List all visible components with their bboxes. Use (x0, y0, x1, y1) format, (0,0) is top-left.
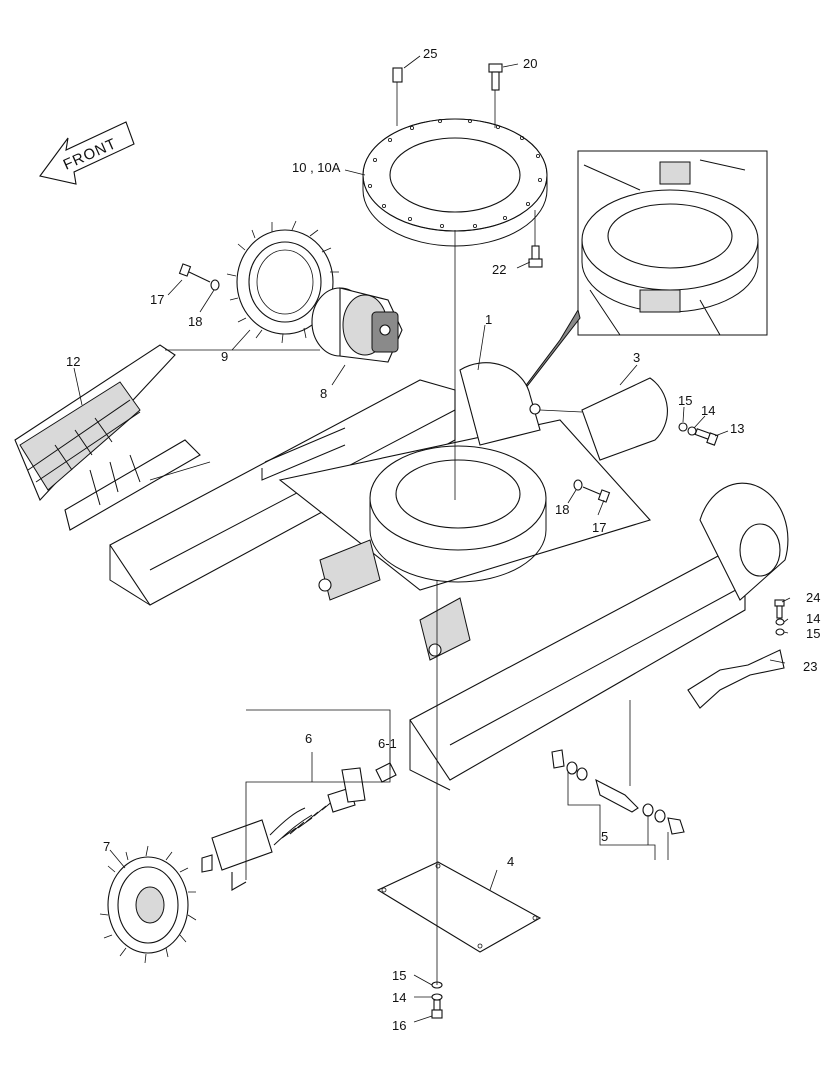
callout-3: 3 (633, 350, 640, 365)
plate-4 (376, 861, 542, 953)
callout-8: 8 (320, 386, 327, 401)
callout-18-middle: 18 (555, 502, 569, 517)
idler-wheel-7 (99, 845, 197, 964)
leader-lines (73, 55, 791, 1023)
bolt-20 (488, 63, 503, 128)
callout-1: 1 (485, 312, 492, 327)
pin-25 (392, 67, 403, 126)
track-roller-5 (551, 749, 685, 835)
cover-3 (529, 377, 668, 461)
bracket-23 (687, 649, 785, 709)
bolt-24-set (774, 599, 785, 636)
callout-23: 23 (803, 659, 817, 674)
callout-10-10a: 10 , 10A (292, 160, 341, 175)
callout-14-right: 14 (806, 611, 820, 626)
bolt-17-middle (573, 479, 611, 503)
bolt-13-set (678, 422, 719, 446)
callout-6-1: 6-1 (378, 736, 397, 751)
callout-20: 20 (523, 56, 537, 71)
callout-15-right: 15 (806, 626, 820, 641)
drive-sprocket-9 (226, 220, 339, 344)
callout-5: 5 (601, 829, 608, 844)
bolt-16-set (431, 981, 443, 1019)
swing-bearing (362, 118, 548, 247)
callout-14-upper: 14 (701, 403, 715, 418)
track-adjuster-6 (201, 762, 397, 891)
callout-7: 7 (103, 839, 110, 854)
callout-18-upper: 18 (188, 314, 202, 329)
callout-17-middle: 17 (592, 520, 606, 535)
callout-25: 25 (423, 46, 437, 61)
rubber-track-12 (14, 344, 320, 531)
inset-detail-view (469, 150, 768, 461)
callout-6: 6 (305, 731, 312, 746)
travel-motor-8 (311, 287, 403, 363)
callout-17-upper: 17 (150, 292, 164, 307)
callout-24: 24 (806, 590, 820, 605)
lower-frame-1 (109, 362, 789, 791)
front-arrow-icon: FRONT (39, 121, 135, 185)
callout-labels: 25 20 10 , 10A 22 17 18 9 8 1 12 3 15 14… (66, 46, 820, 1033)
callout-4: 4 (507, 854, 514, 869)
callout-9: 9 (221, 349, 228, 364)
bolt-22 (528, 210, 543, 268)
callout-15-lower: 15 (392, 968, 406, 983)
callout-13: 13 (730, 421, 744, 436)
callout-12: 12 (66, 354, 80, 369)
callout-16: 16 (392, 1018, 406, 1033)
callout-14-lower: 14 (392, 990, 406, 1005)
callout-15-upper: 15 (678, 393, 692, 408)
bolt-17-upper (178, 263, 220, 291)
callout-22: 22 (492, 262, 506, 277)
